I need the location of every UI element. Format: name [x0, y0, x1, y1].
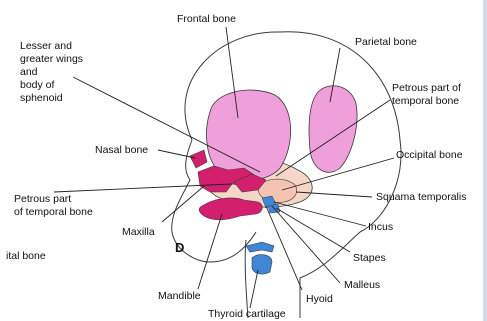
label-stapes: Stapes	[353, 252, 386, 265]
hyoid-shape	[246, 242, 274, 252]
label-occipital-bone: Occipital bone	[396, 149, 463, 162]
label-frontal-bone: Frontal bone	[177, 13, 236, 26]
label-ital-bone: ital bone	[6, 250, 46, 263]
label-malleus: Malleus	[344, 279, 380, 292]
label-mandible: Mandible	[158, 290, 201, 303]
label-petrous-part-temporal-bone-left: Petrous part of temporal bone	[14, 193, 93, 219]
label-squama-temporalis: Squama temporalis	[376, 191, 466, 204]
neck-outline	[245, 240, 248, 318]
label-incus: Incus	[368, 221, 393, 234]
label-lesser-greater-wings-sphenoid: Lesser and greater wings and body of sph…	[20, 40, 83, 105]
label-petrous-part-temporal-bone-right: Petrous part of temporal bone	[392, 82, 461, 108]
label-maxilla: Maxilla	[122, 226, 155, 239]
label-hyoid: Hyoid	[306, 293, 333, 306]
thyroid-cartilage-shape	[252, 255, 272, 275]
label-thyroid-cartilage: Thyroid cartilage	[208, 308, 286, 321]
mandible-shape	[199, 198, 262, 220]
parietal-bone-shape	[309, 86, 357, 173]
label-parietal-bone: Parietal bone	[355, 36, 417, 49]
panel-letter: D	[175, 240, 184, 255]
scrollbar-edge	[483, 0, 487, 321]
label-nasal-bone: Nasal bone	[95, 144, 148, 157]
nasal-bone-shape	[190, 150, 207, 168]
frontal-bone-shape	[207, 90, 291, 180]
